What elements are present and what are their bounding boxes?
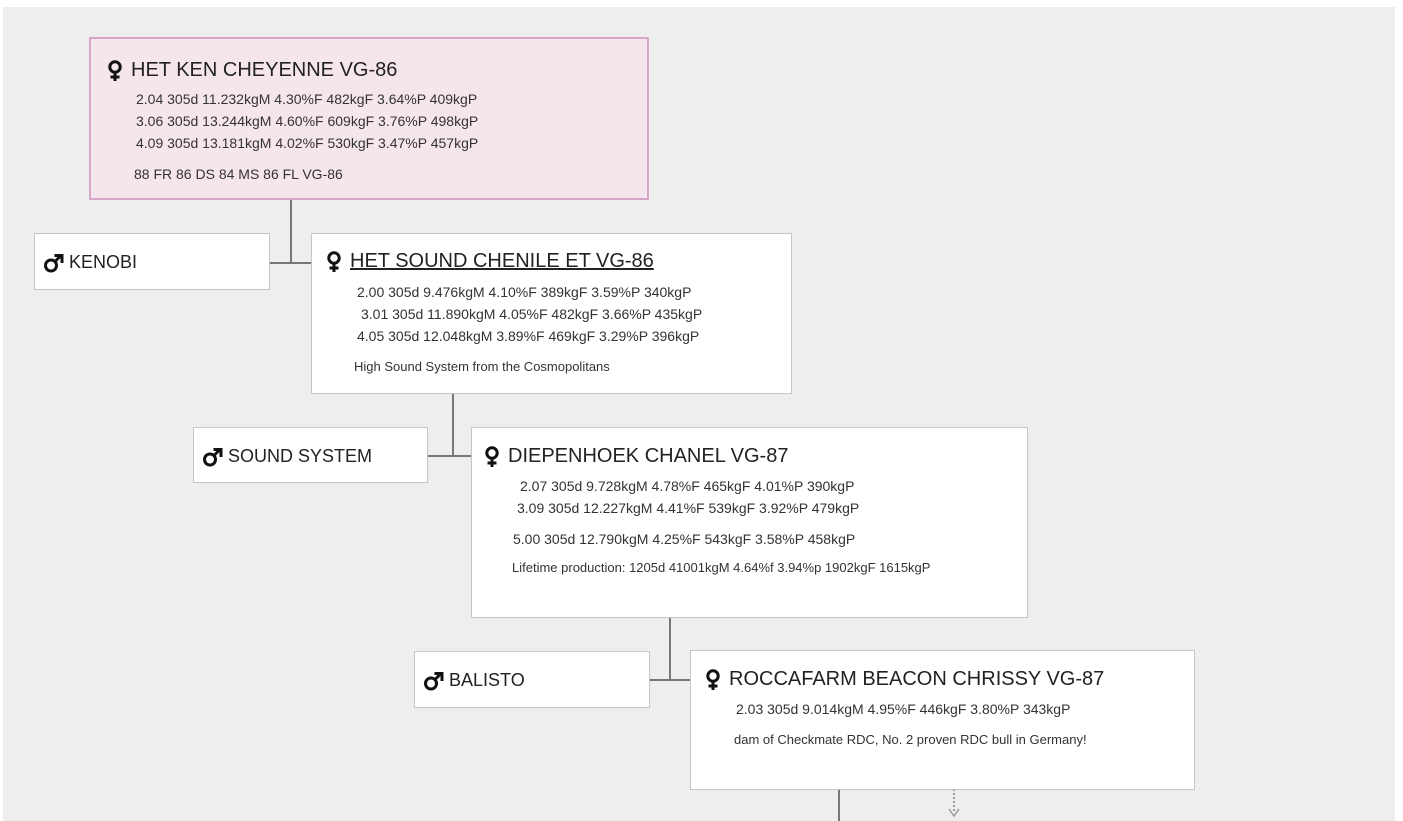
lactation-record: 4.05 305d 12.048kgM 3.89%F 469kgF 3.29%P… (357, 328, 700, 344)
cow-name: ROCCAFARM BEACON CHRISSY VG-87 (729, 668, 1105, 690)
lactation-record: 2.07 305d 9.728kgM 4.78%F 465kgF 4.01%P … (520, 478, 855, 494)
lactation-record: 3.06 305d 13.244kgM 4.60%F 609kgF 3.76%P… (136, 113, 479, 129)
cow-card-dam[interactable]: HET SOUND CHENILE ET VG-86 2.00 305d 9.4… (311, 233, 792, 394)
cow-note: High Sound System from the Cosmopolitans (354, 359, 610, 374)
male-symbol-icon (44, 254, 64, 273)
male-symbol-icon (424, 672, 444, 691)
cow-card-great-granddam[interactable]: ROCCAFARM BEACON CHRISSY VG-87 2.03 305d… (690, 650, 1195, 790)
female-symbol-icon (108, 60, 122, 81)
connector-line (669, 617, 671, 680)
female-symbol-icon (485, 446, 499, 467)
male-symbol-icon (203, 448, 223, 467)
lactation-record: 3.01 305d 11.890kgM 4.05%F 482kgF 3.66%P… (361, 306, 703, 322)
sire-name: SOUND SYSTEM (228, 446, 373, 466)
cow-note: dam of Checkmate RDC, No. 2 proven RDC b… (734, 732, 1087, 747)
cow-note: Lifetime production: 1205d 41001kgM 4.64… (512, 560, 931, 575)
cow-card-granddam[interactable]: DIEPENHOEK CHANEL VG-87 2.07 305d 9.728k… (471, 427, 1028, 618)
sire-card[interactable]: KENOBI (34, 233, 270, 290)
cow-name-title: ROCCAFARM BEACON CHRISSY VG-87 (705, 668, 1104, 691)
sire-name-label: SOUND SYSTEM (202, 446, 372, 467)
connector-line (452, 393, 454, 456)
lactation-record: 5.00 305d 12.790kgM 4.25%F 543kgF 3.58%P… (513, 531, 856, 547)
connector-line (650, 679, 691, 681)
lactation-record: 2.04 305d 11.232kgM 4.30%F 482kgF 3.64%P… (136, 91, 478, 107)
cow-card-main[interactable]: HET KEN CHEYENNE VG-86 2.04 305d 11.232k… (89, 37, 649, 200)
lactation-record: 2.03 305d 9.014kgM 4.95%F 446kgF 3.80%P … (736, 701, 1071, 717)
sire-name-label: KENOBI (43, 252, 137, 273)
cow-name: DIEPENHOEK CHANEL VG-87 (508, 445, 789, 467)
sire-card[interactable]: BALISTO (414, 651, 650, 708)
sire-name: BALISTO (449, 670, 525, 690)
connector-line (290, 199, 292, 263)
cow-name-title: DIEPENHOEK CHANEL VG-87 (484, 445, 788, 468)
classification-scores: 88 FR 86 DS 84 MS 86 FL VG-86 (134, 166, 343, 182)
sire-name: KENOBI (69, 252, 138, 272)
sire-name-label: BALISTO (423, 670, 525, 691)
sire-card[interactable]: SOUND SYSTEM (193, 427, 428, 483)
lactation-record: 2.00 305d 9.476kgM 4.10%F 389kgF 3.59%P … (357, 284, 692, 300)
connector-line (428, 455, 472, 457)
connector-line (838, 789, 840, 821)
cow-name-link[interactable]: HET SOUND CHENILE ET VG-86 (350, 250, 654, 272)
cow-name-title: HET KEN CHEYENNE VG-86 (107, 59, 397, 82)
lactation-record: 4.09 305d 13.181kgM 4.02%F 530kgF 3.47%P… (136, 135, 479, 151)
connector-line (270, 262, 312, 264)
lactation-record: 3.09 305d 12.227kgM 4.41%F 539kgF 3.92%P… (517, 500, 860, 516)
female-symbol-icon (327, 251, 341, 272)
cow-name: HET KEN CHEYENNE VG-86 (131, 59, 398, 81)
cow-name-title: HET SOUND CHENILE ET VG-86 (326, 250, 654, 273)
expand-down-arrow-icon[interactable] (948, 789, 960, 819)
female-symbol-icon (706, 669, 720, 690)
